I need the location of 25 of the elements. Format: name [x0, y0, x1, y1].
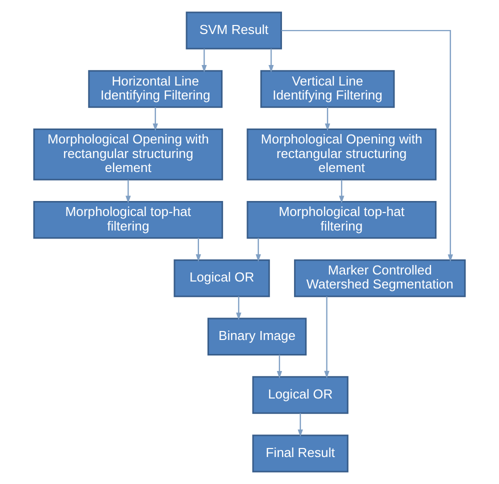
node-box: Marker Controlled Watershed Segmentation: [294, 259, 466, 298]
arrow: [276, 354, 282, 379]
node-box: Final Result: [252, 434, 348, 472]
arrow: [202, 48, 207, 72]
node-box: Logical OR: [174, 259, 270, 298]
arrow: [268, 48, 274, 72]
arrow: [324, 296, 330, 378]
arrow: [324, 107, 330, 132]
node-box: Logical OR: [252, 376, 348, 414]
node-box: Morphological top-hat filtering: [246, 200, 437, 239]
arrow: [236, 296, 242, 320]
node-box: Binary Image: [207, 318, 307, 356]
arrow: [256, 238, 261, 262]
arrow: [298, 413, 303, 437]
node-box: Morphological Opening with rectangular structuring element: [246, 128, 437, 180]
node-box: Horizontal Line Identifying Filtering: [88, 70, 223, 108]
arrow: [339, 180, 344, 204]
node-box: SVM Result: [186, 12, 282, 50]
node-box: Morphological Opening with rectangular structuring element: [33, 128, 224, 180]
arrow: [196, 238, 202, 262]
arrow: [152, 107, 158, 132]
node-box: Vertical Line Identifying Filtering: [260, 70, 395, 108]
node-box: Morphological top-hat filtering: [33, 200, 224, 239]
arrow: [126, 180, 131, 204]
arrow: [281, 30, 453, 262]
